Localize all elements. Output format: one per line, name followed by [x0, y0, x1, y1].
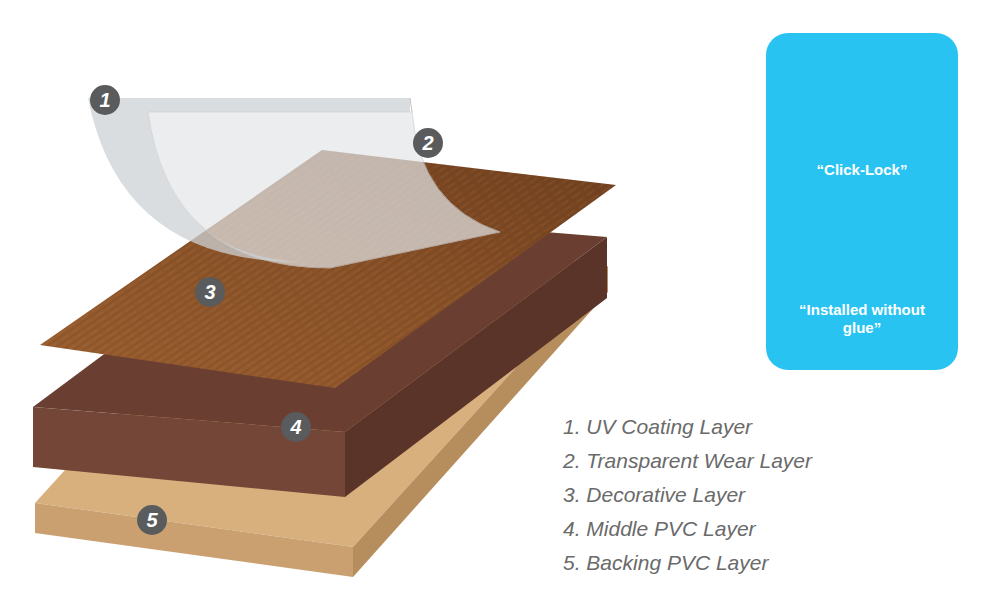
- feature-panel: “Click-Lock” “Installed without glue”: [766, 33, 958, 370]
- layer-list-item: 4. Middle PVC Layer: [563, 517, 756, 541]
- callout-number: 3: [195, 277, 225, 307]
- callout-number: 2: [413, 128, 443, 158]
- uv-coating-sheet: [88, 98, 410, 262]
- callout-number: 5: [137, 505, 167, 535]
- feature-caption: “Click-Lock”: [772, 161, 952, 179]
- layer-list-item: 3. Decorative Layer: [563, 483, 745, 507]
- callout-number: 4: [281, 412, 311, 442]
- uv-coating-edge: [410, 98, 412, 112]
- layer-list-item: 2. Transparent Wear Layer: [563, 449, 812, 473]
- callout-number: 1: [90, 85, 120, 115]
- layer-list-item: 5. Backing PVC Layer: [563, 551, 768, 575]
- layer-list-item: 1. UV Coating Layer: [563, 415, 752, 439]
- feature-caption: “Installed without glue”: [784, 301, 940, 337]
